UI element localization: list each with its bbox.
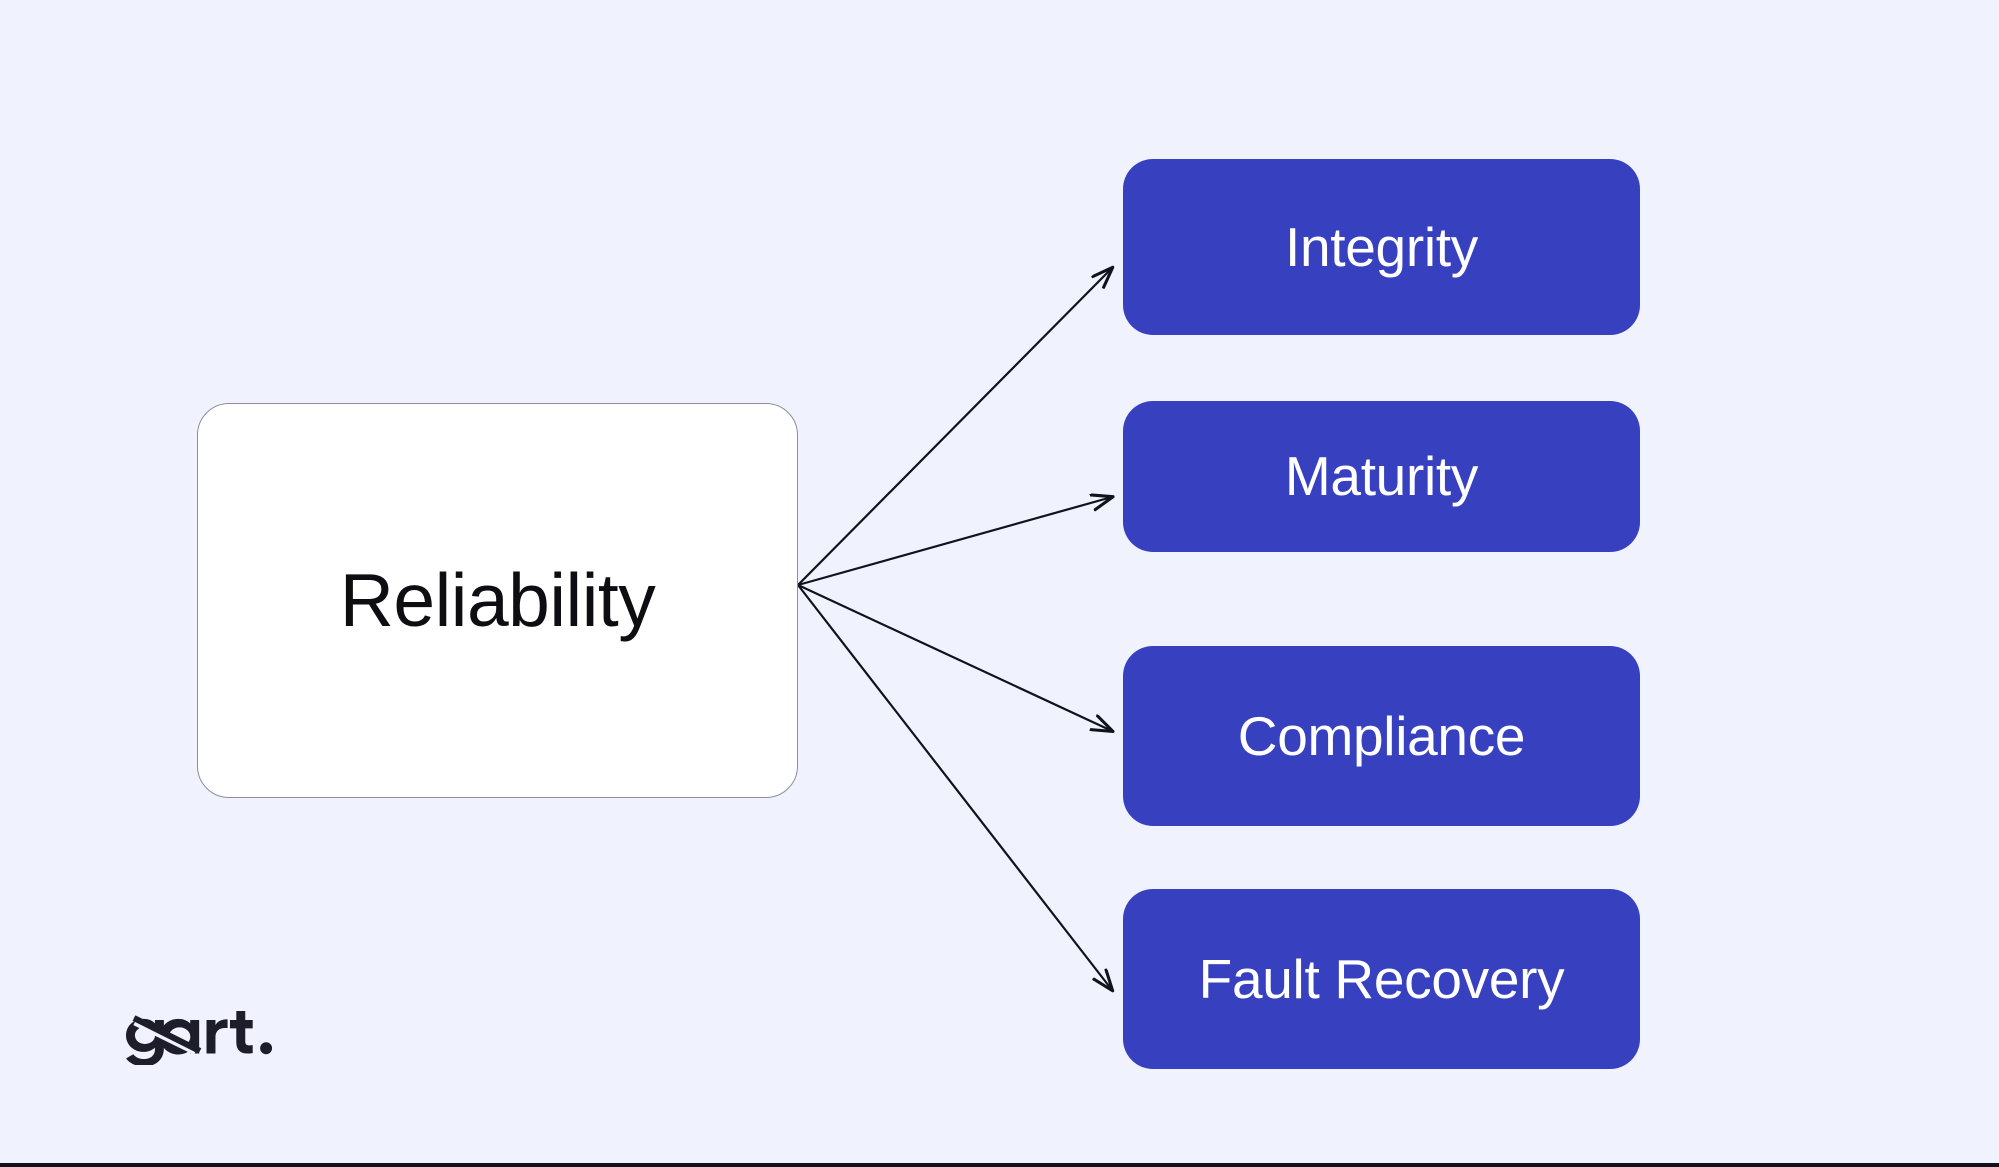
gart-logo bbox=[125, 1011, 273, 1065]
node-compliance-label: Compliance bbox=[1237, 704, 1526, 767]
node-fault-recovery[interactable]: Fault Recovery bbox=[1123, 889, 1640, 1069]
connector-to-fault-recovery bbox=[797, 584, 1112, 990]
node-maturity-label: Maturity bbox=[1284, 445, 1479, 507]
node-maturity[interactable]: Maturity bbox=[1123, 401, 1640, 552]
node-reliability-label: Reliability bbox=[339, 558, 656, 642]
node-integrity-label: Integrity bbox=[1285, 215, 1478, 278]
connector-to-compliance bbox=[797, 584, 1112, 731]
node-fault-recovery-label: Fault Recovery bbox=[1198, 947, 1565, 1010]
node-reliability[interactable]: Reliability bbox=[197, 403, 798, 798]
connector-to-integrity bbox=[797, 268, 1112, 586]
connector-to-maturity bbox=[797, 497, 1112, 587]
bottom-rule bbox=[0, 1163, 1999, 1167]
node-compliance[interactable]: Compliance bbox=[1123, 646, 1640, 826]
node-integrity[interactable]: Integrity bbox=[1123, 159, 1640, 335]
